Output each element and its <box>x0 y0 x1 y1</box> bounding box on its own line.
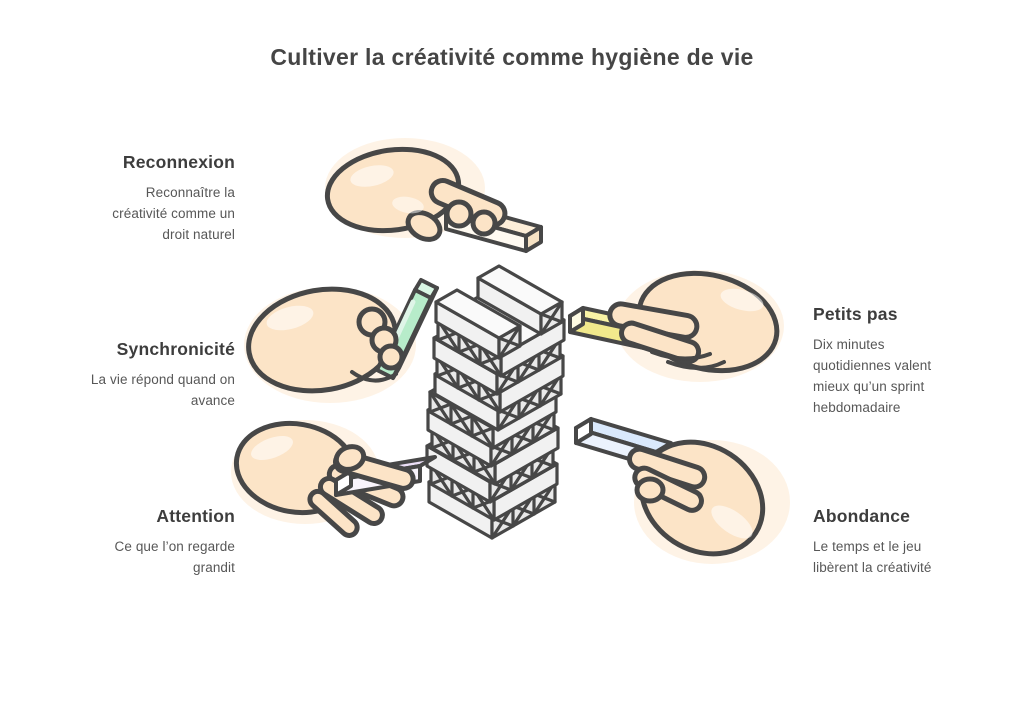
concept-synchronicite-description: La vie répond quand on avance <box>90 372 235 408</box>
hand-right-middle-illustration <box>568 270 784 382</box>
concept-abondance: Abondance Le temps et le jeu libèrent la… <box>813 506 993 579</box>
concept-abondance-label: Abondance <box>813 506 911 526</box>
hand-left-bottom-illustration <box>231 420 437 538</box>
hand-right-bottom-illustration <box>574 417 790 564</box>
concept-reconnexion-description: Reconnaître la créativité comme un droit… <box>112 185 235 242</box>
concept-abondance-description: Le temps et le jeu libèrent la créativit… <box>813 539 932 575</box>
jenga-tower <box>425 264 564 540</box>
concept-petits-pas-label: Petits pas <box>813 304 898 324</box>
hand-top-illustration <box>324 138 543 253</box>
concept-attention-description: Ce que l’on regarde grandit <box>114 539 235 575</box>
concept-petits-pas-description: Dix minutes quotidiennes valent mieux qu… <box>813 337 932 415</box>
concept-reconnexion-label: Reconnexion <box>122 152 235 172</box>
concept-petits-pas: Petits pas Dix minutes quotidiennes vale… <box>813 304 988 419</box>
page-title: Cultiver la créativité comme hygiène de … <box>270 44 754 70</box>
concept-synchronicite: Synchronicité La vie répond quand on ava… <box>45 339 235 412</box>
hand-left-middle-illustration <box>244 278 439 403</box>
concept-synchronicite-label: Synchronicité <box>116 339 235 359</box>
concept-reconnexion: Reconnexion Reconnaître la créativité co… <box>45 152 235 246</box>
concept-attention: Attention Ce que l’on regarde grandit <box>45 506 235 579</box>
concept-attention-label: Attention <box>156 506 235 526</box>
